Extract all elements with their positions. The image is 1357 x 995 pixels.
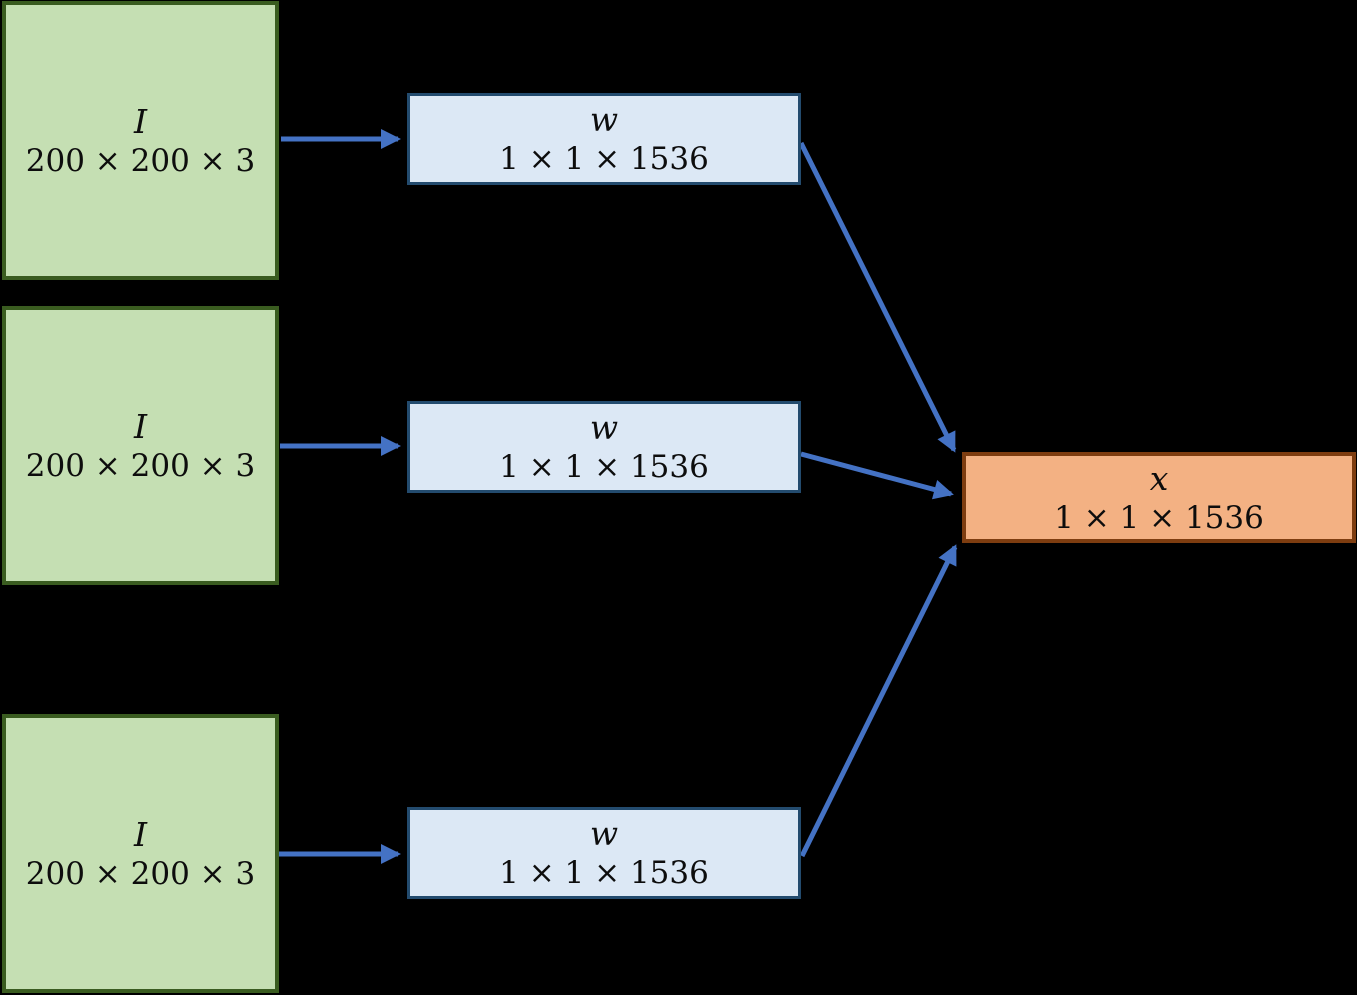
input-tensor-box-2: I 200 × 200 × 3 — [2, 306, 279, 585]
weight-dimensions-label: 1 × 1 × 1536 — [499, 855, 709, 892]
input-tensor-box-1: I 200 × 200 × 3 — [2, 1, 279, 280]
output-variable-label: x — [1149, 458, 1169, 498]
weight-box-2: w 1 × 1 × 1536 — [407, 401, 801, 493]
weight-box-3: w 1 × 1 × 1536 — [407, 807, 801, 899]
weight-dimensions-label: 1 × 1 × 1536 — [499, 141, 709, 178]
input-dimensions-label: 200 × 200 × 3 — [25, 855, 256, 892]
weight-variable-label: w — [589, 814, 619, 853]
input-variable-label: I — [133, 406, 148, 446]
weight-box-1: w 1 × 1 × 1536 — [407, 93, 801, 185]
input-dimensions-label: 200 × 200 × 3 — [25, 447, 256, 484]
input-tensor-box-3: I 200 × 200 × 3 — [2, 714, 279, 993]
weight-variable-label: w — [589, 408, 619, 447]
weight-dimensions-label: 1 × 1 × 1536 — [499, 449, 709, 486]
arrow-weight3-to-output — [799, 544, 958, 858]
output-box: x 1 × 1 × 1536 — [962, 452, 1356, 543]
arrow-weight1-to-output — [798, 141, 957, 453]
input-dimensions-label: 200 × 200 × 3 — [25, 142, 256, 179]
weight-variable-label: w — [589, 100, 619, 139]
input-variable-label: I — [133, 814, 148, 854]
output-dimensions-label: 1 × 1 × 1536 — [1054, 499, 1264, 536]
arrow-weight2-to-output — [800, 451, 954, 500]
input-variable-label: I — [133, 101, 148, 141]
